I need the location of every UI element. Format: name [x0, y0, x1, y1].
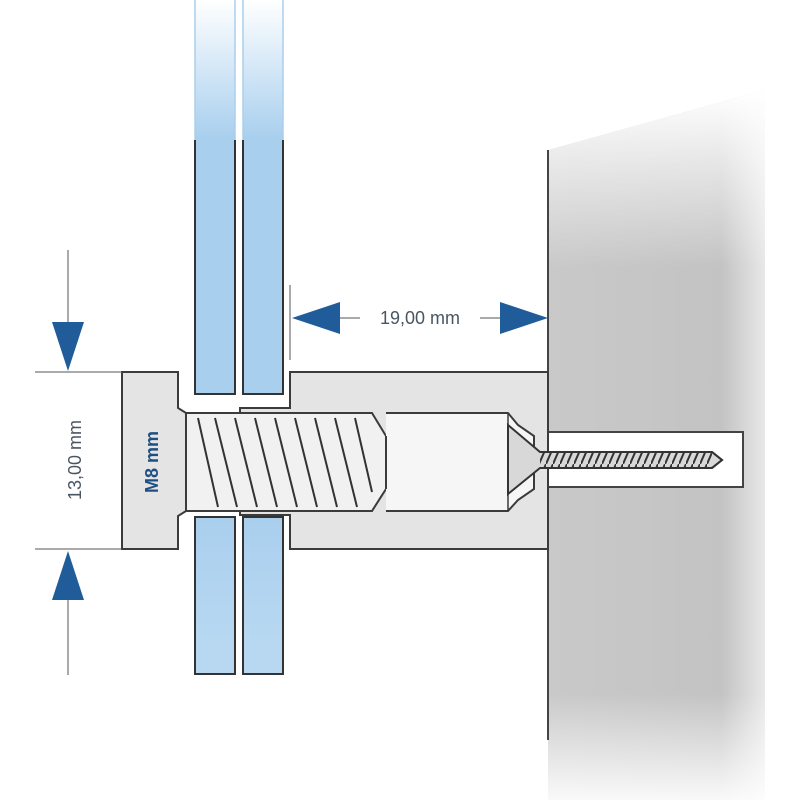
height-dimension-label: 13,00 mm [65, 420, 85, 500]
arrow-up-icon [52, 551, 84, 600]
thread-size-label: M8 mm [142, 431, 162, 493]
gap-dimension-label: 19,00 mm [380, 308, 460, 328]
screw-thread [540, 452, 712, 468]
screw [507, 422, 724, 497]
thread-lines [197, 417, 373, 508]
arrow-down-icon [52, 322, 84, 371]
glass-panes-top [194, 0, 284, 395]
height-dimension: 13,00 mm [35, 250, 122, 675]
arrow-left-icon [292, 302, 340, 334]
arrow-right-icon [500, 302, 548, 334]
glass-panes-bottom [194, 516, 284, 675]
gap-dimension: 19,00 mm [289, 285, 548, 360]
